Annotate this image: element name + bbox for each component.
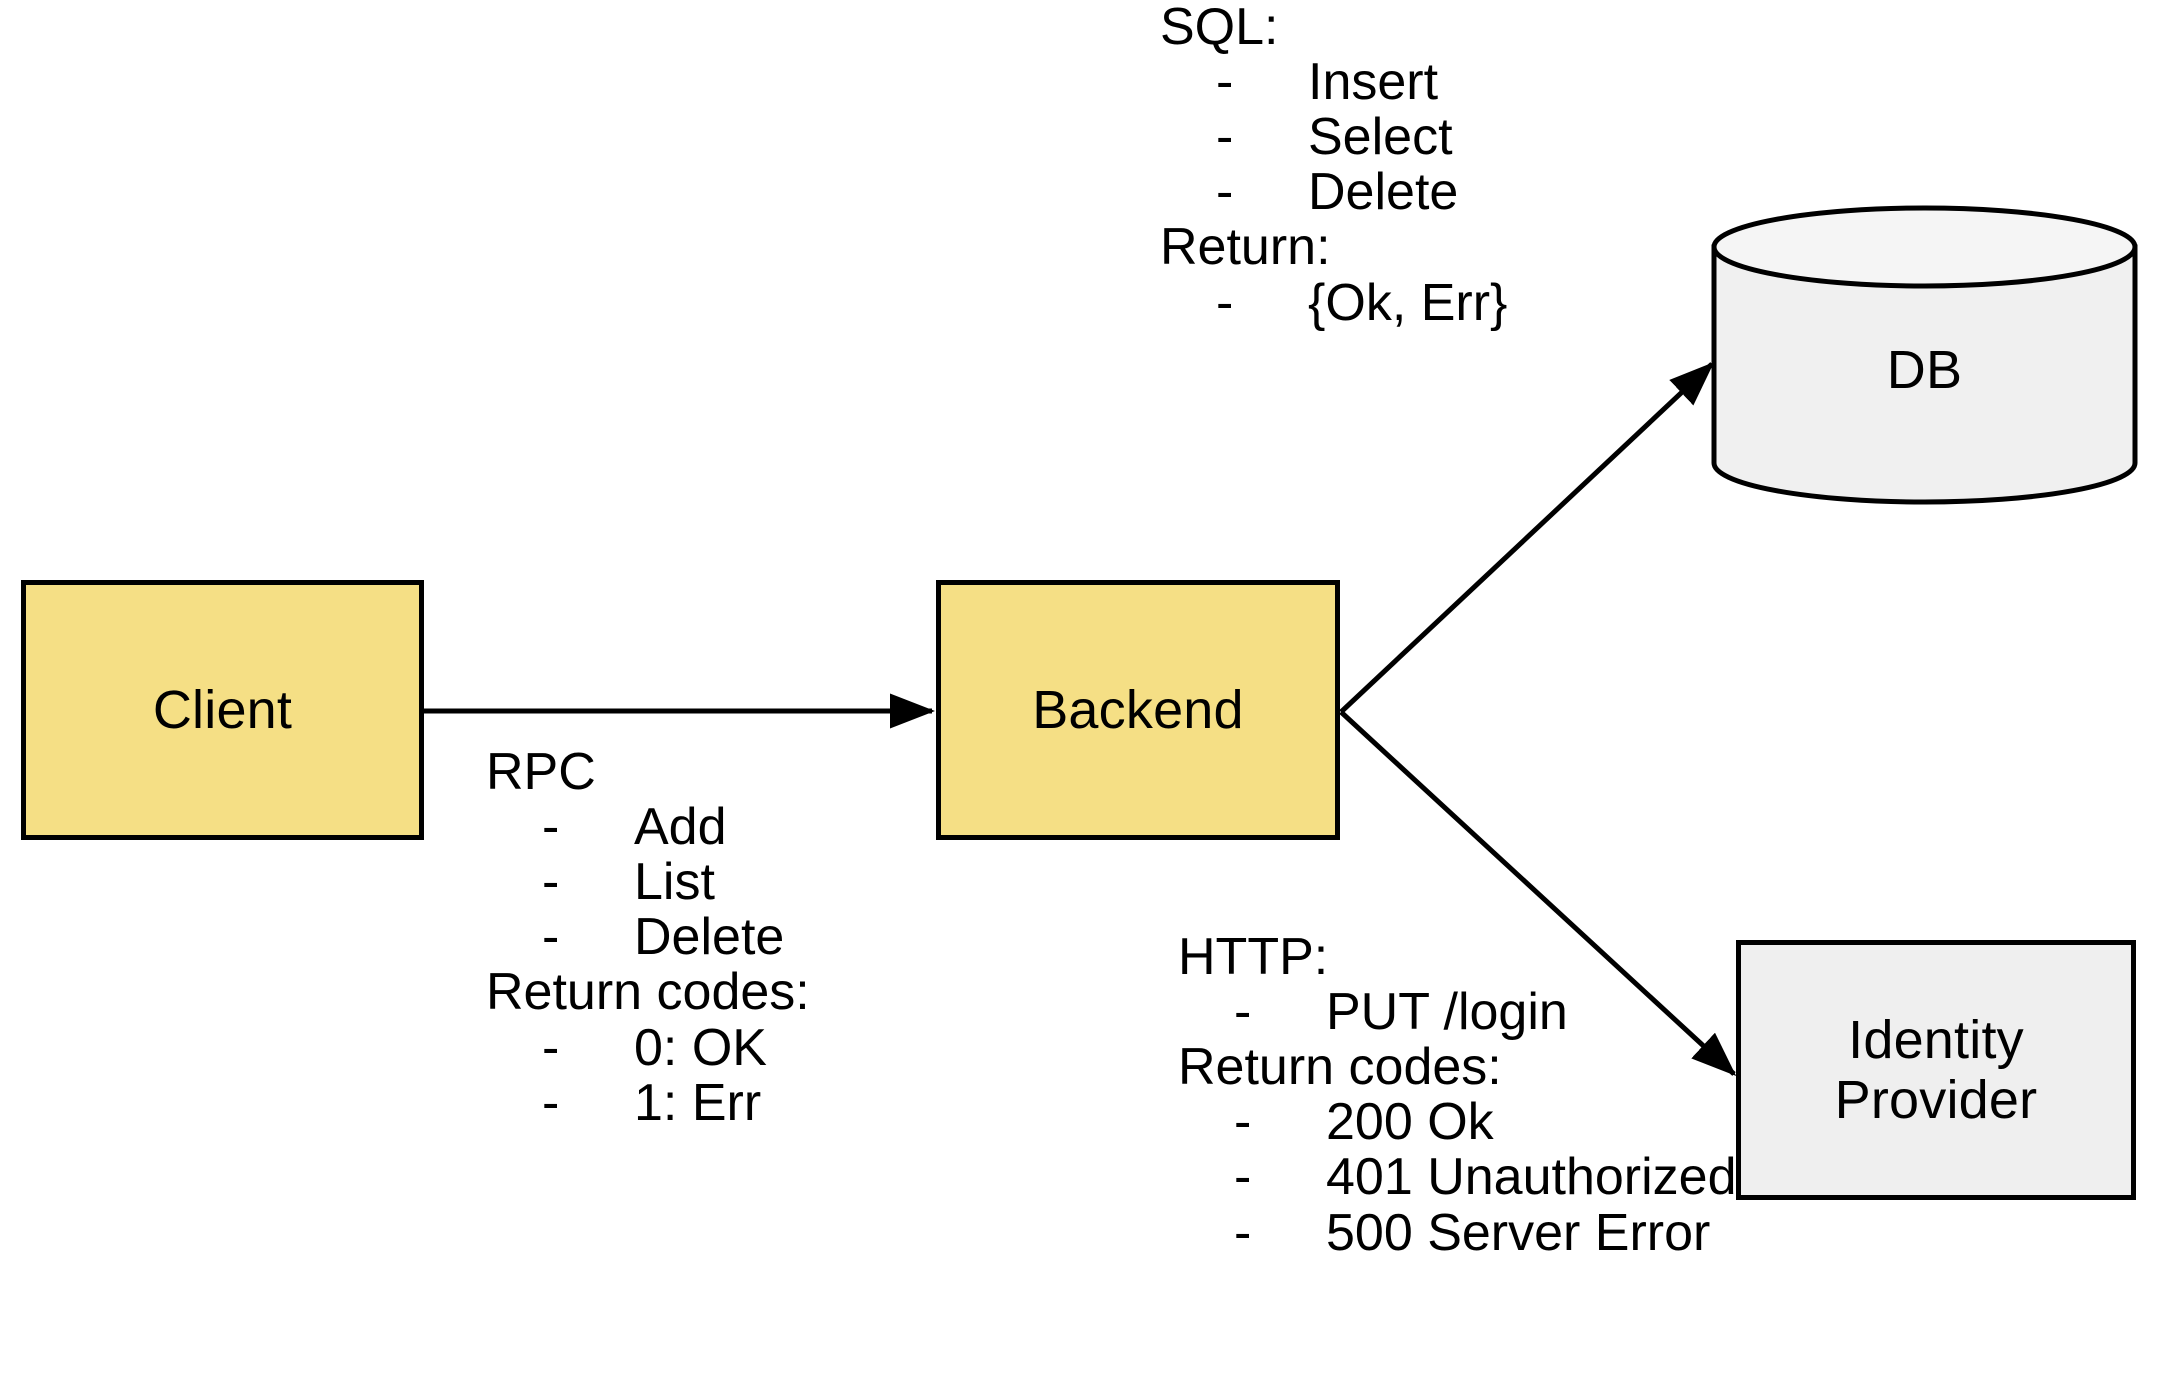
bullet-dash-icon: -	[1234, 1093, 1252, 1152]
sql-method-select: - Select	[1160, 110, 1507, 165]
node-database[interactable]: DB	[1711, 205, 2138, 505]
node-identity-provider-label: Identity Provider	[1835, 1010, 2038, 1131]
rpc-return-ok: - 0: OK	[486, 1018, 810, 1077]
http-method-put-login: - PUT /login	[1178, 983, 1737, 1042]
node-backend-label: Backend	[1032, 679, 1244, 740]
http-heading: HTTP:	[1178, 928, 1329, 986]
bullet-dash-icon: -	[542, 908, 560, 967]
node-backend[interactable]: Backend	[936, 580, 1340, 840]
rpc-method-list: - List	[486, 855, 810, 910]
bullet-dash-icon: -	[542, 1018, 560, 1077]
bullet-dash-icon: -	[1234, 983, 1252, 1042]
sql-return-ok-err: - {Ok, Err}	[1160, 273, 1508, 332]
annotation-rpc: RPC - Add - List - Delete Return codes: - 0:…	[486, 743, 810, 1132]
http-return-500: - 500 Server Error	[1178, 1203, 1737, 1262]
rpc-method-add: - Add	[486, 798, 810, 857]
rpc-method-label: Delete	[634, 908, 785, 967]
http-return-label: 401 Unauthorized	[1326, 1148, 1737, 1207]
http-method-label: PUT /login	[1326, 983, 1568, 1042]
http-return-heading: Return codes:	[1178, 1038, 1502, 1097]
sql-method-label: Delete	[1308, 163, 1459, 222]
rpc-heading: RPC	[486, 743, 596, 801]
rpc-method-delete: - Delete	[486, 910, 810, 965]
node-client-label: Client	[152, 679, 293, 740]
rpc-method-label: List	[634, 853, 715, 912]
node-client[interactable]: Client	[21, 580, 424, 840]
node-identity-provider[interactable]: Identity Provider	[1736, 940, 2136, 1200]
rpc-method-label: Add	[634, 798, 727, 857]
http-return-401: - 401 Unauthorized	[1178, 1150, 1737, 1205]
http-return-label: 500 Server Error	[1326, 1203, 1711, 1262]
annotation-sql: SQL: - Insert - Select - Delete Return: - {O…	[1160, 0, 1507, 331]
sql-method-label: Insert	[1308, 53, 1439, 112]
cylinder-shape	[1711, 205, 2138, 505]
bullet-dash-icon: -	[542, 1073, 560, 1132]
sql-method-insert: - Insert	[1160, 53, 1507, 112]
bullet-dash-icon: -	[1216, 53, 1234, 112]
rpc-return-label: 1: Err	[634, 1073, 762, 1132]
rpc-return-err: - 1: Err	[486, 1073, 810, 1132]
http-return-200: - 200 Ok	[1178, 1095, 1737, 1150]
idp-label-line-2: Provider	[1834, 1070, 2038, 1130]
sql-heading: SQL:	[1160, 0, 1279, 56]
bullet-dash-icon: -	[1216, 108, 1234, 167]
sql-method-label: Select	[1308, 108, 1453, 167]
sql-method-delete: - Delete	[1160, 165, 1507, 220]
bullet-dash-icon: -	[542, 798, 560, 857]
sql-return-heading: Return:	[1160, 218, 1331, 277]
edge-backend-to-db	[1339, 361, 1715, 714]
bullet-dash-icon: -	[1234, 1148, 1252, 1207]
bullet-dash-icon: -	[1216, 163, 1234, 222]
rpc-return-label: 0: OK	[634, 1018, 767, 1077]
node-database-label: DB	[1886, 339, 1963, 400]
rpc-return-heading: Return codes:	[486, 963, 810, 1022]
bullet-dash-icon: -	[1234, 1203, 1252, 1262]
idp-label-line-1: Identity	[1848, 1009, 2024, 1070]
bullet-dash-icon: -	[542, 853, 560, 912]
annotation-http: HTTP: -PUT /login Return codes: -200 Ok …	[1178, 928, 1737, 1262]
http-return-label: 200 Ok	[1326, 1093, 1494, 1152]
bullet-dash-icon: -	[1216, 273, 1234, 332]
sql-return-label: {Ok, Err}	[1308, 273, 1508, 332]
